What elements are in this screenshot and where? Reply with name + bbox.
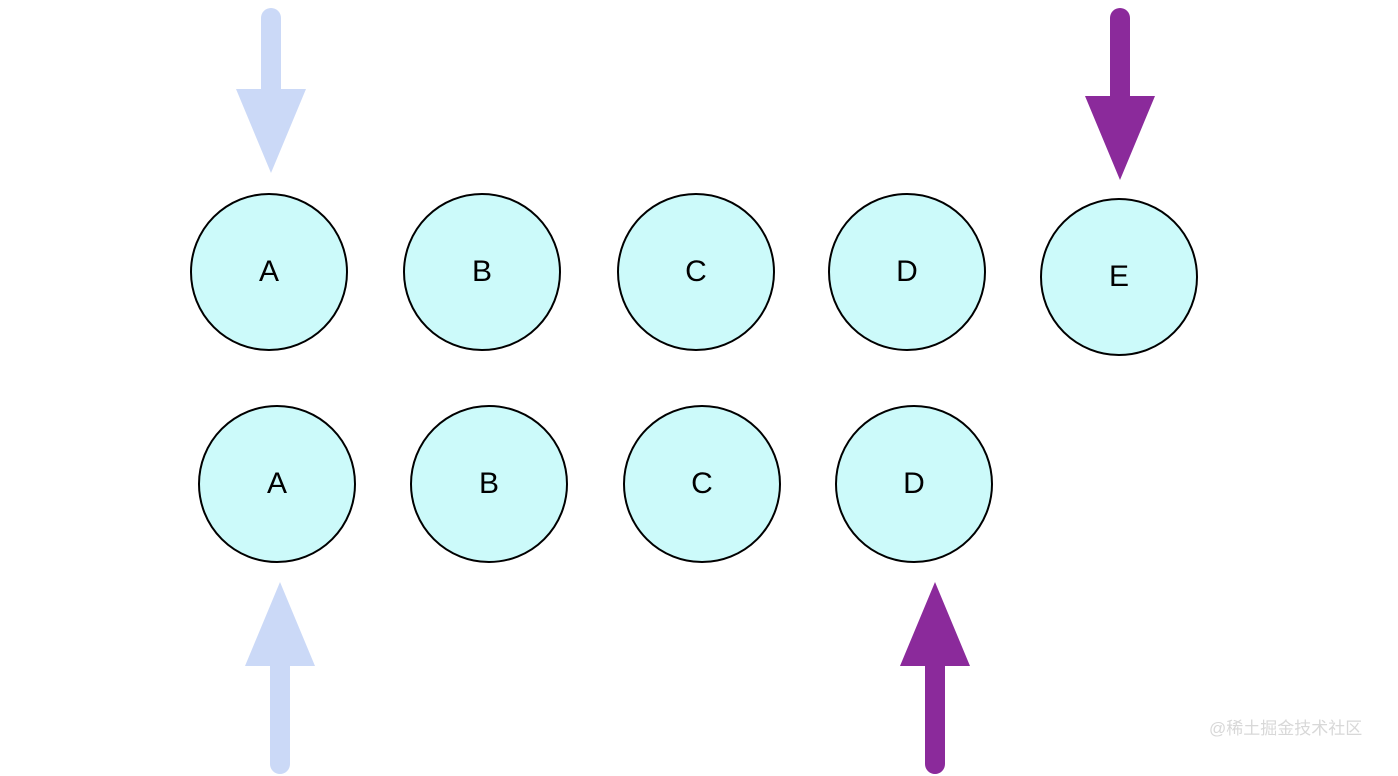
node-label: A	[266, 467, 287, 500]
top-row-node-a[interactable]: A	[190, 193, 348, 351]
node-label: B	[471, 255, 492, 288]
watermark: @稀土掘金技术社区	[1209, 719, 1363, 738]
up-arrow-icon	[900, 582, 970, 774]
bottom-row-node-a[interactable]: A	[198, 405, 356, 563]
bottom-row-node-d[interactable]: D	[835, 405, 993, 563]
node-label: C	[685, 255, 707, 288]
top-right-down-arrow	[1085, 8, 1155, 180]
down-arrow-icon	[236, 8, 306, 173]
node-label: B	[478, 467, 499, 500]
node-label: D	[903, 467, 925, 500]
node-label: C	[691, 467, 713, 500]
node-label: D	[896, 255, 918, 288]
top-left-down-arrow	[236, 8, 306, 173]
bottom-row-node-c[interactable]: C	[623, 405, 781, 563]
top-row-node-c[interactable]: C	[617, 193, 775, 351]
node-label: A	[258, 255, 279, 288]
node-label: E	[1108, 260, 1129, 293]
top-row-node-d[interactable]: D	[828, 193, 986, 351]
bottom-row-node-b[interactable]: B	[410, 405, 568, 563]
top-row-node-e[interactable]: E	[1040, 198, 1198, 356]
bottom-right-up-arrow	[900, 582, 970, 774]
down-arrow-icon	[1085, 8, 1155, 180]
bottom-left-up-arrow	[245, 582, 315, 774]
up-arrow-icon	[245, 582, 315, 774]
top-row-node-b[interactable]: B	[403, 193, 561, 351]
